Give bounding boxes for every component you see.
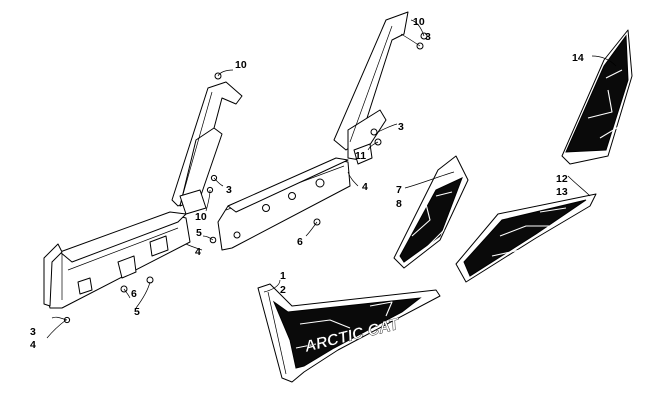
callout-11: 12 xyxy=(556,173,568,185)
callout-labels: 10 3 10 5 4 6 5 6 3 4 10 3 3 11 4 1 2 7 … xyxy=(30,16,584,351)
callout-8: 8 xyxy=(396,198,402,210)
callout-7: 7 xyxy=(396,184,402,196)
callout-5: 5 xyxy=(134,306,140,318)
callout-10: 10 xyxy=(413,16,425,28)
front-side-panel-decal: ARCTIC CAT xyxy=(257,283,441,383)
leader-lines xyxy=(46,19,617,339)
callout-10: 11 xyxy=(355,150,366,162)
long-decal-panel xyxy=(455,193,597,283)
callout-1: 1 xyxy=(280,270,286,282)
callout-2: 2 xyxy=(280,284,286,296)
left-side-panel-bracket xyxy=(43,211,191,309)
callout-3: 3 xyxy=(30,326,36,338)
callout-6: 6 xyxy=(131,288,137,300)
callout-3: 3 xyxy=(425,31,431,43)
callout-13: 14 xyxy=(572,52,584,64)
callout-4: 4 xyxy=(362,181,368,193)
callout-4: 4 xyxy=(195,246,201,258)
callout-4: 4 xyxy=(30,339,36,351)
center-side-panel-bracket xyxy=(217,157,351,251)
callout-6: 6 xyxy=(297,236,303,248)
callout-3: 3 xyxy=(398,121,404,133)
upper-decal-panel xyxy=(561,29,633,165)
callout-9: 10 xyxy=(235,59,247,71)
small-decal-panel xyxy=(393,155,469,269)
left-upright-bracket xyxy=(171,81,243,215)
callout-10: 10 xyxy=(195,211,207,223)
center-upright-bracket xyxy=(333,11,409,165)
callout-5: 5 xyxy=(196,227,202,239)
callout-12: 13 xyxy=(556,186,568,198)
callout-3: 3 xyxy=(226,184,232,196)
